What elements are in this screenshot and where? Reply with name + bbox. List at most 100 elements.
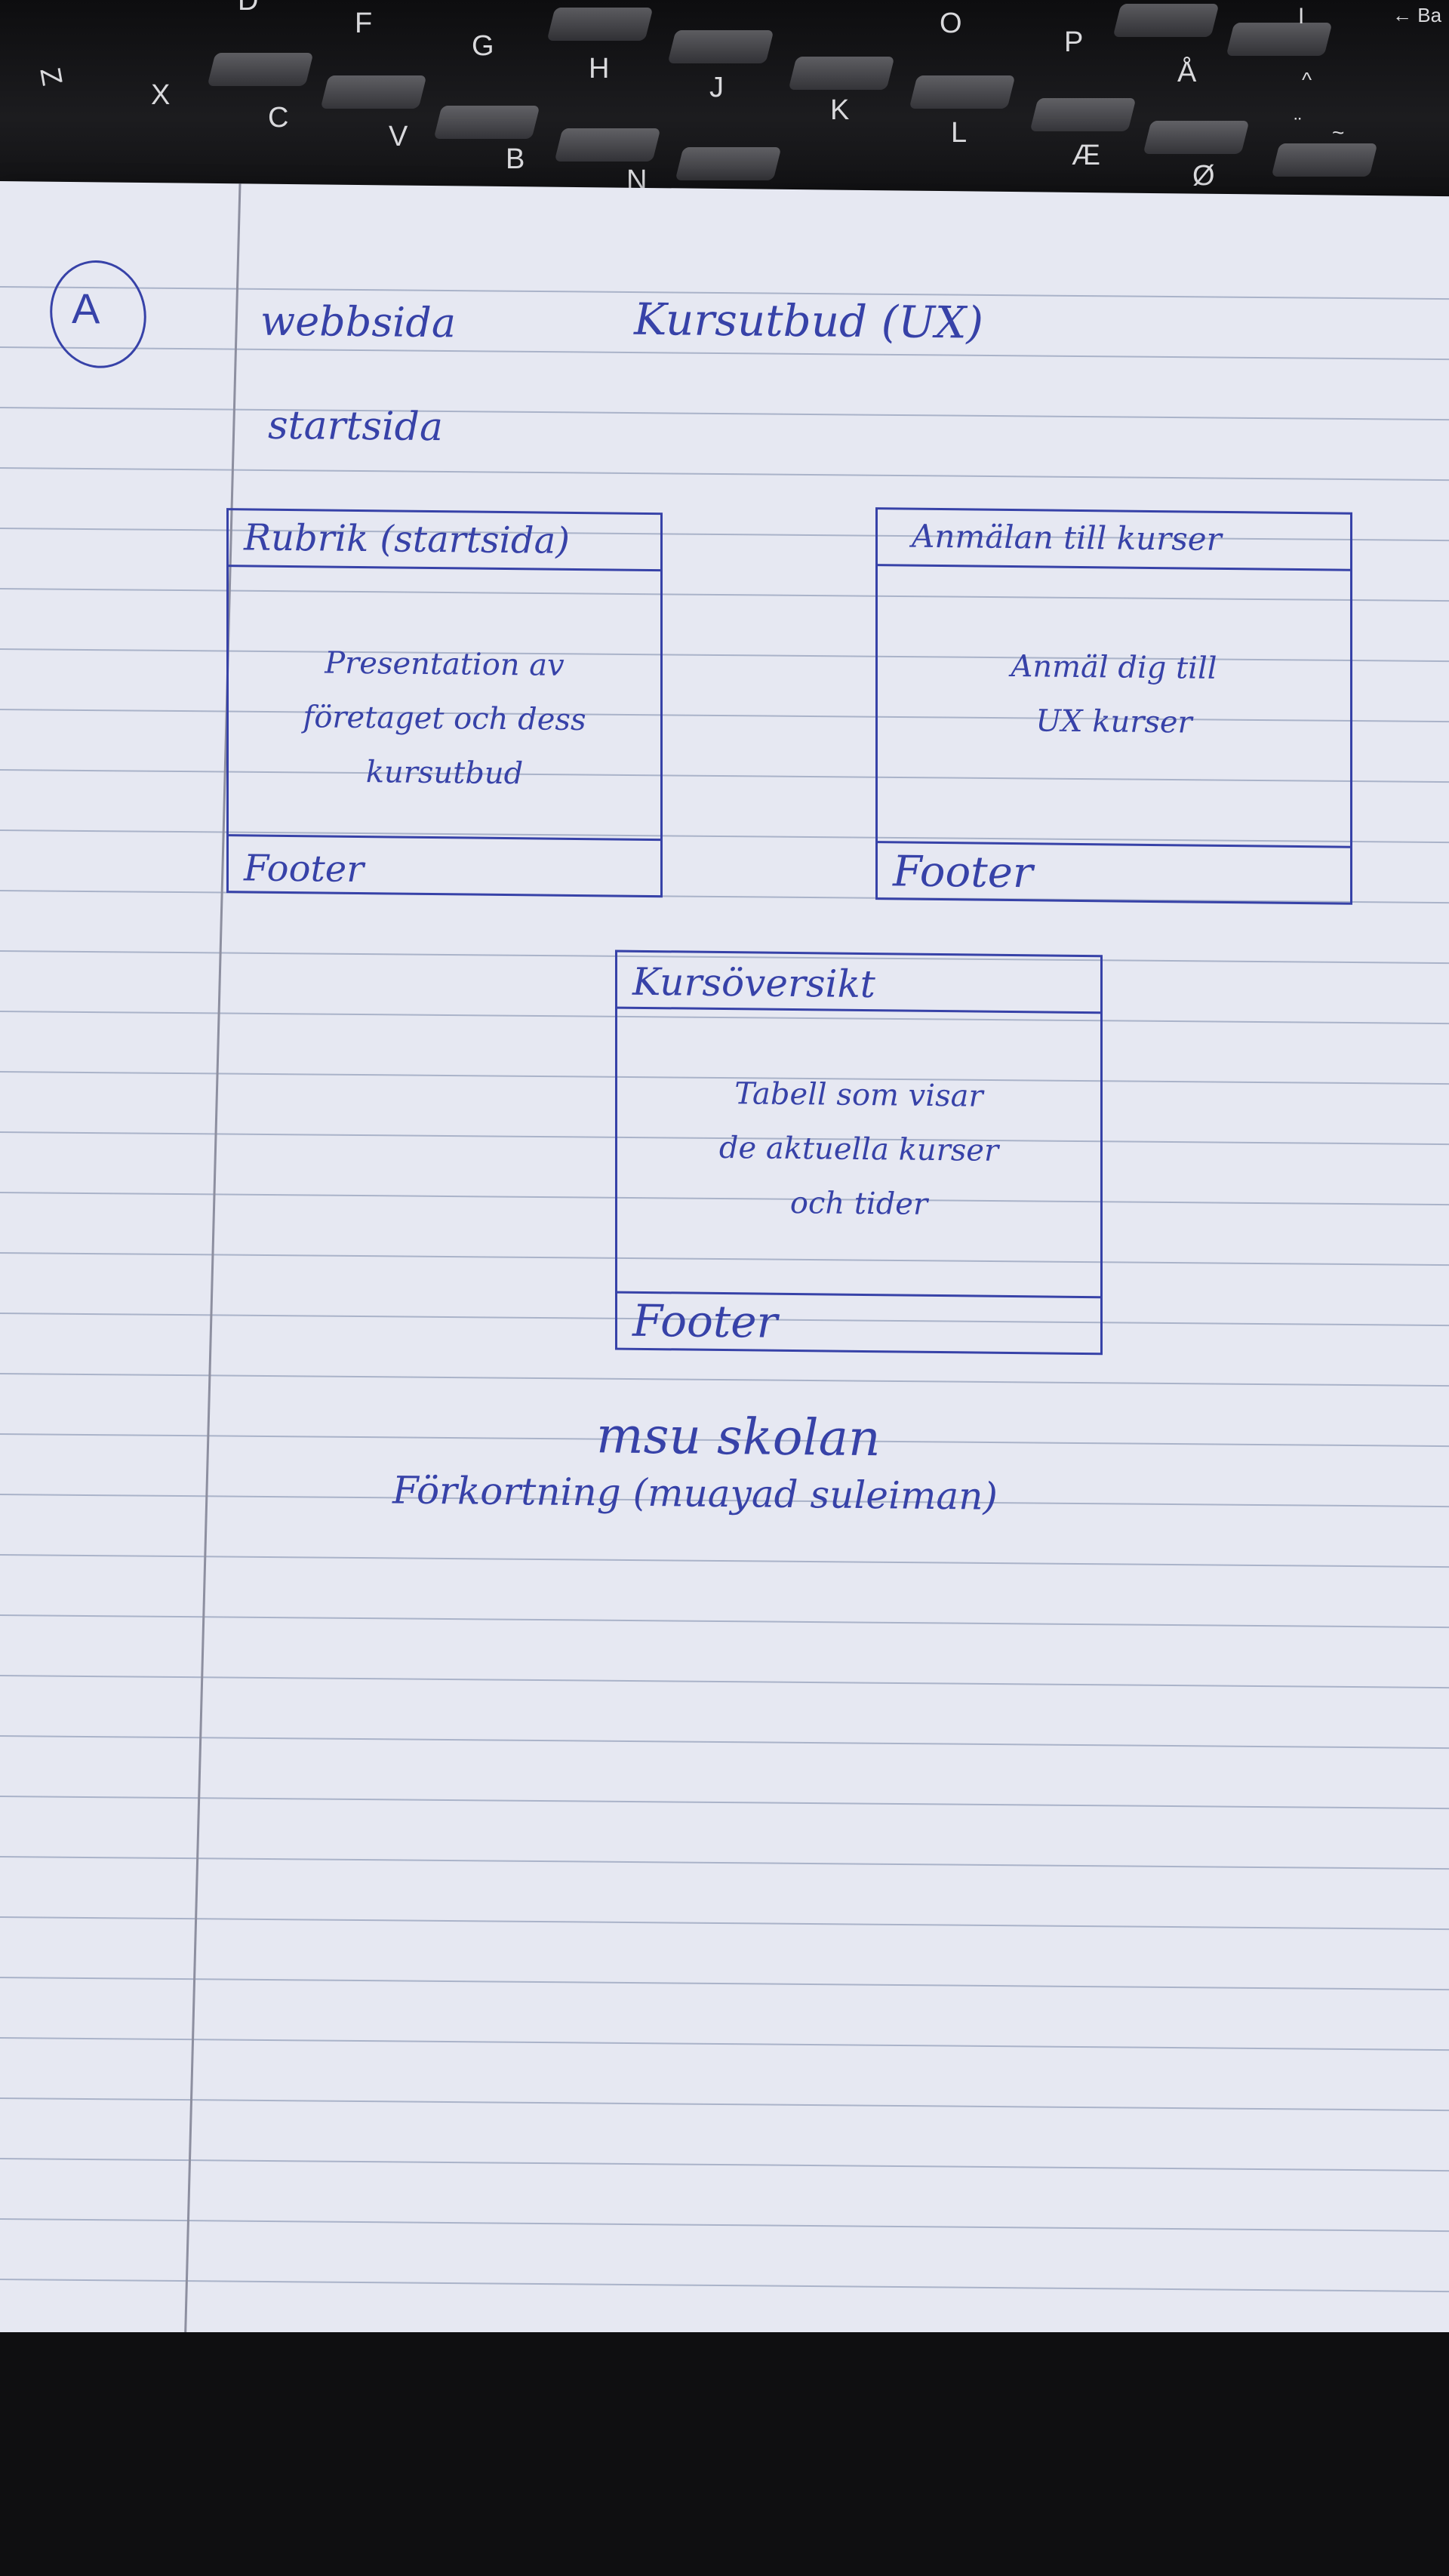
- key-o: O: [940, 8, 962, 39]
- ruled-line: [0, 829, 1449, 844]
- wireframe-footer-label: Footer: [244, 847, 365, 891]
- ruled-line: [0, 768, 1449, 783]
- wireframe-body-line: kursutbud: [365, 755, 524, 792]
- wireframe-body-line: Tabell som visar: [734, 1076, 983, 1114]
- ruled-line: [0, 1372, 1449, 1387]
- table-surface: [0, 2332, 1449, 2576]
- key-h: H: [589, 53, 610, 85]
- key-cap: [546, 8, 654, 41]
- ruled-line: [0, 708, 1449, 723]
- wireframe-kursoversikt: Kursöversikt Tabell som visar de aktuell…: [615, 949, 1103, 1356]
- key-cap: [207, 53, 314, 86]
- key-cap: [1143, 121, 1250, 154]
- key-aa: Å: [1177, 57, 1197, 88]
- wireframe-body: Presentation av företaget och dess kursu…: [229, 635, 660, 802]
- ruled-line: [0, 1614, 1449, 1629]
- key-cap: [1271, 143, 1378, 177]
- ruled-line: [0, 1312, 1449, 1327]
- ruled-line: [0, 1916, 1449, 1931]
- key-f: F: [355, 8, 373, 39]
- ruled-line: [0, 1191, 1449, 1206]
- ruled-line: [0, 2097, 1449, 2112]
- wireframe-anmalan: Anmälan till kurser Anmäl dig till UX ku…: [875, 507, 1352, 905]
- ruled-line: [0, 1795, 1449, 1810]
- keyboard: Z X C V B N F G H J K L O P Å Æ Ø ^ ¨ ~ …: [0, 0, 1449, 196]
- title-webbsida: webbsida: [260, 297, 457, 347]
- ruled-line: [0, 648, 1449, 663]
- ruled-line: [0, 1070, 1449, 1085]
- wireframe-body-line: och tider: [789, 1185, 928, 1222]
- key-p: P: [1064, 26, 1084, 58]
- wireframe-body-line: UX kurser: [1035, 703, 1192, 740]
- key-d: D: [238, 0, 259, 17]
- key-cap: [1226, 23, 1333, 56]
- ruled-line: [0, 406, 1449, 421]
- wireframe-body: Tabell som visar de aktuella kurser och …: [617, 1066, 1100, 1234]
- key-cap: [320, 75, 427, 109]
- ruled-line: [0, 466, 1449, 482]
- key-cap: [554, 128, 661, 162]
- key-ae: Æ: [1072, 140, 1100, 171]
- key-backspace: ← Ba: [1392, 4, 1442, 26]
- key-cap: [1112, 4, 1220, 37]
- ruled-line: [0, 1674, 1449, 1689]
- ruled-line: [0, 1251, 1449, 1266]
- abbreviation-note: Förkortning (muayad suleiman): [392, 1468, 998, 1519]
- notebook-paper: A webbsida Kursutbud (UX) startsida Rubr…: [0, 181, 1449, 2367]
- key-cap: [788, 57, 895, 90]
- key-cap: [1029, 98, 1137, 131]
- ruled-line: [0, 2278, 1449, 2293]
- ruled-line: [0, 587, 1449, 602]
- ruled-line: [0, 527, 1449, 542]
- ruled-line: [0, 1493, 1449, 1508]
- key-l: L: [951, 117, 968, 149]
- ruled-line: [0, 346, 1449, 361]
- key-v: V: [389, 121, 408, 152]
- ruled-line: [0, 2217, 1449, 2233]
- subtitle-startsida: startsida: [268, 402, 443, 451]
- ruled-line: [0, 1976, 1449, 1991]
- key-tilde: ~: [1332, 121, 1345, 144]
- key-x: X: [151, 79, 171, 111]
- wireframe-body: Anmäl dig till UX kurser: [878, 638, 1350, 752]
- ruled-line: [0, 1734, 1449, 1750]
- key-c: C: [268, 102, 289, 134]
- key-z: Z: [33, 65, 68, 88]
- key-g: G: [472, 30, 494, 62]
- key-oe: Ø: [1192, 160, 1215, 192]
- key-b: B: [506, 143, 525, 175]
- marker-letter: A: [72, 284, 100, 333]
- key-cap: [433, 106, 540, 139]
- ruled-line: [0, 1855, 1449, 1870]
- title-kursutbud: Kursutbud (UX): [634, 293, 984, 349]
- ruled-line: [0, 2157, 1449, 2172]
- ruled-line: [0, 1433, 1449, 1448]
- key-cap: [667, 30, 774, 63]
- key-cap: [909, 75, 1016, 109]
- wireframe-body-line: Presentation av: [325, 645, 565, 683]
- ruled-line: [0, 889, 1449, 904]
- key-i: I: [1298, 4, 1305, 29]
- wireframe-footer-label: Footer: [893, 847, 1033, 898]
- ruled-line: [0, 949, 1449, 965]
- wireframe-title: Anmälan till kurser: [912, 517, 1222, 558]
- key-diaeresis: ¨: [1294, 113, 1302, 137]
- wireframe-footer-label: Footer: [632, 1294, 778, 1348]
- margin-line: [183, 183, 242, 2353]
- wireframe-body-line: de aktuella kurser: [718, 1130, 999, 1168]
- key-caret: ^: [1302, 68, 1312, 91]
- key-cap: [675, 147, 782, 180]
- ruled-line: [0, 285, 1449, 300]
- brand-name: msu skolan: [596, 1406, 881, 1468]
- key-k: K: [830, 94, 850, 126]
- ruled-line: [0, 1131, 1449, 1146]
- circled-marker: [50, 260, 146, 368]
- wireframe-title: Kursöversikt: [632, 959, 875, 1007]
- key-j: J: [709, 72, 724, 103]
- wireframe-title: Rubrik (startsida): [244, 516, 570, 562]
- ruled-line: [0, 2036, 1449, 2051]
- ruled-line: [0, 1010, 1449, 1025]
- wireframe-startsida: Rubrik (startsida) Presentation av föret…: [226, 508, 663, 898]
- wireframe-body-line: Anmäl dig till: [1011, 649, 1217, 686]
- wireframe-body-line: företaget och dess: [303, 700, 586, 738]
